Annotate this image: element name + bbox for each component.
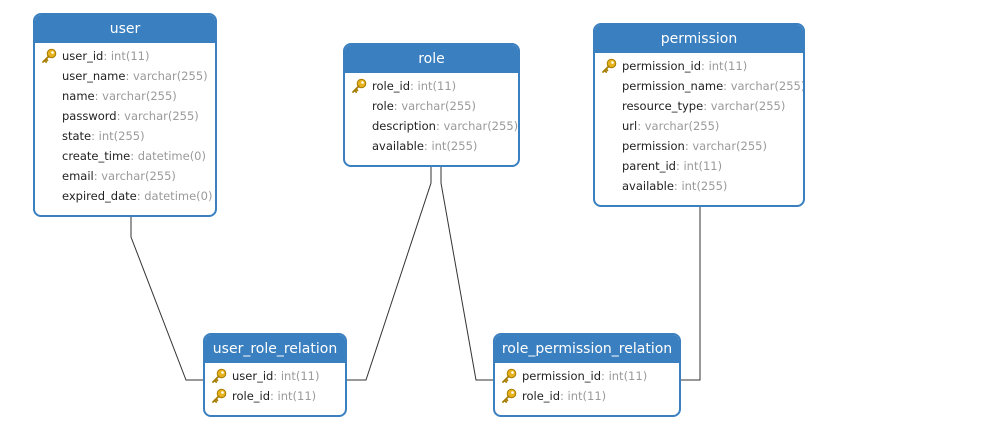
column-type: : datetime(0) — [130, 149, 206, 163]
column-type: : varchar(255) — [637, 119, 720, 133]
column-type: : varchar(255) — [703, 99, 786, 113]
column-type: : varchar(255) — [723, 79, 805, 93]
column-row: role: varchar(255) — [345, 96, 518, 116]
column-row: state: int(255) — [35, 126, 215, 146]
table-permission[interactable]: permission permission_id: int(11)permiss… — [593, 23, 805, 207]
primary-key-icon — [601, 58, 617, 74]
column-type: : int(11) — [103, 49, 150, 63]
column-type: : int(11) — [701, 59, 748, 73]
column-type: : varchar(255) — [94, 89, 177, 103]
column-name: role_id — [372, 79, 411, 93]
column-row: user_id: int(11) — [35, 46, 215, 66]
primary-key-icon — [501, 368, 517, 384]
column-type: : int(255) — [91, 129, 145, 143]
column-type: : int(255) — [423, 139, 478, 153]
column-type: : int(11) — [560, 389, 607, 403]
column-name: email — [62, 169, 94, 183]
column-list: permission_id: int(11)permission_name: v… — [595, 53, 803, 196]
column-row: permission_id: int(11) — [495, 366, 679, 386]
column-name: user_id — [232, 369, 274, 383]
column-row: available: int(255) — [345, 136, 518, 156]
table-user-role-relation[interactable]: user_role_relation user_id: int(11)role_… — [203, 333, 347, 417]
column-name: role_id — [232, 389, 271, 403]
table-role-permission-relation[interactable]: role_permission_relation permission_id: … — [493, 333, 681, 417]
column-row: permission: varchar(255) — [595, 136, 803, 156]
column-row: expired_date: datetime(0) — [35, 186, 215, 206]
column-type: : varchar(255) — [93, 169, 176, 183]
column-name: url — [622, 119, 638, 133]
column-row: user_id: int(11) — [205, 366, 345, 386]
table-title: user_role_relation — [205, 335, 345, 363]
column-row: resource_type: varchar(255) — [595, 96, 803, 116]
column-row: password: varchar(255) — [35, 106, 215, 126]
primary-key-icon — [211, 368, 227, 384]
column-name: user_name — [62, 69, 126, 83]
column-row: available: int(255) — [595, 176, 803, 196]
column-name: permission_name — [622, 79, 724, 93]
table-title: role — [345, 45, 518, 73]
column-row: role_id: int(11) — [205, 386, 345, 406]
primary-key-icon — [351, 78, 367, 94]
column-name: state — [62, 129, 92, 143]
column-name: role — [372, 99, 394, 113]
column-type: : varchar(255) — [684, 139, 767, 153]
column-row: url: varchar(255) — [595, 116, 803, 136]
column-row: parent_id: int(11) — [595, 156, 803, 176]
column-row: description: varchar(255) — [345, 116, 518, 136]
column-name: description — [372, 119, 436, 133]
column-row: user_name: varchar(255) — [35, 66, 215, 86]
column-name: parent_id — [622, 159, 676, 173]
line-role-to-user-role-relation — [346, 165, 432, 381]
column-type: : varchar(255) — [435, 119, 519, 133]
column-list: permission_id: int(11)role_id: int(11) — [495, 363, 679, 406]
primary-key-icon — [501, 388, 517, 404]
column-name: password — [62, 109, 117, 123]
column-row: permission_id: int(11) — [595, 56, 803, 76]
column-type: : int(11) — [601, 369, 648, 383]
column-type: : varchar(255) — [116, 109, 199, 123]
primary-key-icon — [41, 48, 57, 64]
column-list: user_id: int(11)role_id: int(11) — [205, 363, 345, 406]
table-user[interactable]: user user_id: int(11)user_name: varchar(… — [33, 13, 217, 217]
line-user-to-user-role-relation — [130, 215, 204, 381]
table-title: user — [35, 15, 215, 43]
column-type: : varchar(255) — [393, 99, 476, 113]
column-type: : varchar(255) — [125, 69, 208, 83]
column-type: : int(11) — [410, 79, 457, 93]
table-role[interactable]: role role_id: int(11)role: varchar(255)d… — [343, 43, 520, 167]
column-name: expired_date — [62, 189, 137, 203]
primary-key-icon — [211, 388, 227, 404]
column-name: available — [372, 139, 424, 153]
column-name: user_id — [62, 49, 104, 63]
column-list: user_id: int(11)user_name: varchar(255)n… — [35, 43, 215, 206]
table-title: role_permission_relation — [495, 335, 679, 363]
column-row: create_time: datetime(0) — [35, 146, 215, 166]
column-row: name: varchar(255) — [35, 86, 215, 106]
column-row: role_id: int(11) — [345, 76, 518, 96]
column-name: permission_id — [522, 369, 602, 383]
column-name: permission_id — [622, 59, 702, 73]
column-type: : int(11) — [273, 369, 320, 383]
column-type: : int(11) — [675, 159, 723, 173]
column-name: role_id — [522, 389, 561, 403]
column-name: create_time — [62, 149, 131, 163]
column-name: resource_type — [622, 99, 704, 113]
column-list: role_id: int(11)role: varchar(255)descri… — [345, 73, 518, 156]
column-row: permission_name: varchar(255) — [595, 76, 803, 96]
table-title: permission — [595, 25, 803, 53]
column-row: role_id: int(11) — [495, 386, 679, 406]
column-name: name — [62, 89, 95, 103]
column-name: permission — [622, 139, 685, 153]
column-type: : int(11) — [270, 389, 317, 403]
line-permission-to-role-permission-relation — [680, 205, 701, 381]
column-type: : int(255) — [673, 179, 728, 193]
column-row: email: varchar(255) — [35, 166, 215, 186]
line-role-to-role-permission-relation — [440, 165, 494, 381]
column-type: : datetime(0) — [136, 189, 213, 203]
column-name: available — [622, 179, 674, 193]
